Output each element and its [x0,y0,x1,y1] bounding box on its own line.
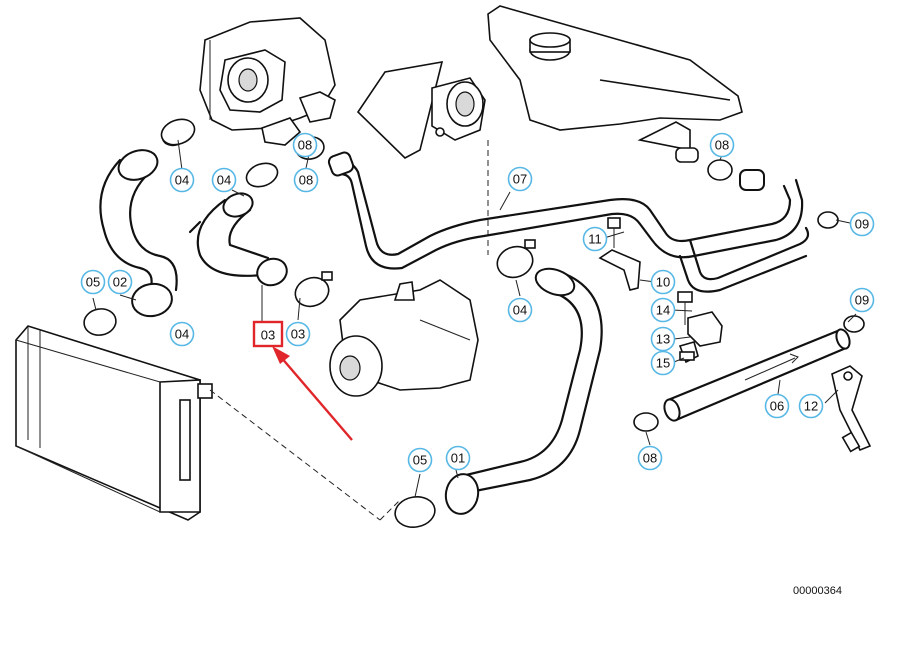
callout-label: 11 [588,232,602,247]
engine-housing [199,17,336,146]
callout-label: 02 [113,275,127,290]
expansion-tank [487,5,743,163]
callout-12[interactable]: 12 [798,393,824,419]
callout-01[interactable]: 01 [445,445,471,471]
callout-13[interactable]: 13 [650,326,676,352]
callout-label: 04 [217,173,231,188]
callout-10[interactable]: 10 [650,269,676,295]
callout-circle [107,269,133,295]
callout-circle [169,167,195,193]
hose-07 [327,151,810,293]
callout-label: 05 [413,453,427,468]
callout-04[interactable]: 04 [507,297,533,323]
callout-circle [650,269,676,295]
callout-highlighted[interactable]: 03 [252,320,284,348]
callout-04[interactable]: 04 [211,167,237,193]
callout-label: 09 [855,293,869,308]
callout-label: 06 [770,399,784,414]
hardware-small [598,217,723,364]
bracket-12 [831,365,872,453]
callout-circle [582,226,608,252]
thermostat-bracket [356,60,489,255]
callout-circle [80,269,106,295]
callout-label-highlighted: 03 [261,328,275,343]
callout-08[interactable]: 08 [637,445,663,471]
callout-label: 14 [656,303,670,318]
callout-04[interactable]: 04 [169,321,195,347]
callout-label: 08 [643,451,657,466]
callout-09[interactable]: 09 [849,287,875,313]
callout-circle [709,132,735,158]
callout-circle [293,167,319,193]
callout-leaders [92,139,857,498]
callout-02[interactable]: 02 [107,269,133,295]
callout-label: 08 [715,138,729,153]
callout-label: 01 [451,451,465,466]
callout-14[interactable]: 14 [650,297,676,323]
callout-15[interactable]: 15 [650,350,676,376]
callout-label: 05 [86,275,100,290]
callout-11[interactable]: 11 [582,226,608,252]
callout-circle [849,211,875,237]
callout-circle [764,393,790,419]
pipe-06 [663,328,851,422]
callout-circle [169,321,195,347]
callout-circle [285,321,311,347]
callout-08[interactable]: 08 [292,132,318,158]
callout-circle [407,447,433,473]
hose-02 [99,118,196,318]
document-code: 00000364 [793,585,842,597]
callout-label: 12 [804,399,818,414]
callout-label: 09 [855,217,869,232]
callout-04[interactable]: 04 [169,167,195,193]
callout-circle [650,326,676,352]
callout-circle [507,297,533,323]
callout-circle [650,297,676,323]
callout-label: 08 [298,138,312,153]
callout-layer: 04 08 04 08 08 07 09 11 10 14 13 15 09 06 12 08 05 02 03 04… [80,132,875,473]
callout-label: 03 [291,327,305,342]
highlight-arrow-head [272,346,290,364]
callout-08[interactable]: 08 [709,132,735,158]
callout-circle [637,445,663,471]
callout-03[interactable]: 03 [285,321,311,347]
callout-circle [211,167,237,193]
callout-circle [650,350,676,376]
callout-label: 04 [175,327,189,342]
water-pump [329,279,479,397]
highlight-arrow [272,346,353,441]
radiator [15,325,401,521]
callout-label: 13 [656,332,670,347]
callout-circle [445,445,471,471]
highlight-box [252,320,284,348]
hose-01 [394,267,603,528]
callout-05[interactable]: 05 [407,447,433,473]
callout-circle [507,166,533,192]
callout-circle [849,287,875,313]
callout-label: 04 [175,173,189,188]
hose-03 [188,162,288,322]
callout-label: 15 [656,356,670,371]
callout-circle [292,132,318,158]
callout-07[interactable]: 07 [507,166,533,192]
callout-08[interactable]: 08 [293,167,319,193]
callout-05[interactable]: 05 [80,269,106,295]
callout-label: 04 [513,303,527,318]
callout-06[interactable]: 06 [764,393,790,419]
callout-label: 08 [299,173,313,188]
callout-label: 10 [656,275,670,290]
callout-09[interactable]: 09 [849,211,875,237]
callout-circle [798,393,824,419]
highlight-arrow-line [279,355,353,441]
callout-label: 07 [513,172,527,187]
